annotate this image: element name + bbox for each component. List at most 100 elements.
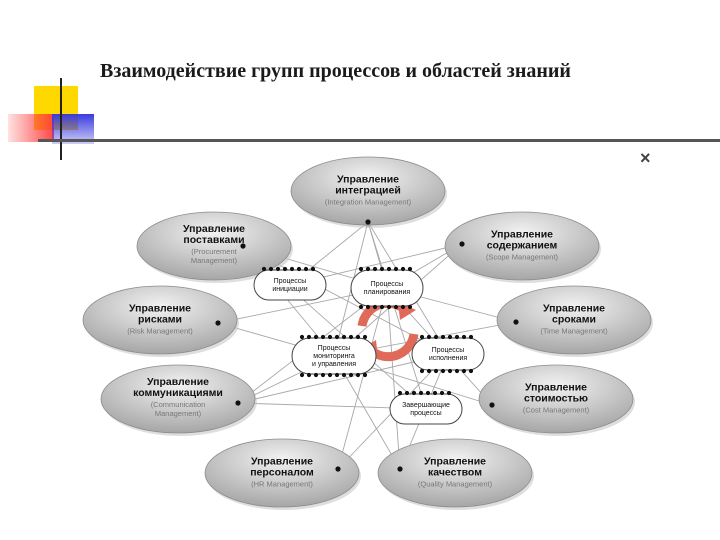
knowledge-area-title: Управление xyxy=(129,303,191,315)
knowledge-area-subtitle: (HR Management) xyxy=(251,480,313,489)
knowledge-area-subtitle: (Communication xyxy=(151,400,206,409)
knowledge-area-subtitle: (Quality Management) xyxy=(418,480,493,489)
port-dot xyxy=(358,266,364,272)
knowledge-area-subtitle: (Scope Management) xyxy=(486,253,559,262)
process-group-label: Процессы xyxy=(371,281,404,288)
port-dot xyxy=(299,372,305,378)
process-group-label: инициации xyxy=(272,286,307,293)
connector-dot xyxy=(335,466,341,472)
port-dot xyxy=(418,390,424,396)
port-dot xyxy=(426,334,432,340)
knowledge-area-ellipse xyxy=(204,438,360,508)
port-dot xyxy=(289,266,295,272)
knowledge-area-subtitle: Management) xyxy=(155,409,202,418)
port-dot xyxy=(439,390,445,396)
process-group-pill xyxy=(350,269,424,307)
port-dot xyxy=(447,368,453,374)
port-dot xyxy=(433,334,439,340)
knowledge-area-procurement: Управлениепоставками(ProcurementManageme… xyxy=(136,211,293,283)
port-dot xyxy=(310,266,316,272)
knowledge-area-title: персоналом xyxy=(250,467,314,479)
process-group-label: Процессы xyxy=(318,345,351,352)
port-dot xyxy=(327,334,333,340)
knowledge-area-title: Управление xyxy=(424,456,486,468)
close-icon[interactable]: × xyxy=(640,148,651,168)
port-dot xyxy=(440,334,446,340)
port-dot xyxy=(407,304,413,310)
port-dot xyxy=(379,304,385,310)
connector-dot xyxy=(397,466,403,472)
knowledge-area-title: Управление xyxy=(543,303,605,315)
process-group-label: планирования xyxy=(364,289,411,296)
process-group-label: Процессы xyxy=(432,347,465,354)
knowledge-area-title: Управление xyxy=(525,382,587,394)
port-dot xyxy=(400,266,406,272)
knowledge-area-subtitle: (Time Management) xyxy=(540,327,608,336)
port-dot xyxy=(341,334,347,340)
knowledge-area-title: поставками xyxy=(183,234,244,246)
knowledge-area-title: Управление xyxy=(147,376,209,388)
knowledge-area-title: рисками xyxy=(138,314,182,326)
port-dot xyxy=(362,372,368,378)
process-group-label: Завершающие xyxy=(402,402,450,409)
knowledge-area-ellipse xyxy=(290,156,446,226)
process-group-pill xyxy=(389,393,463,425)
connector-line xyxy=(366,221,427,410)
knowledge-area-title: интеграцией xyxy=(335,185,401,197)
port-dot xyxy=(432,390,438,396)
connector-dot xyxy=(215,320,221,326)
knowledge-area-title: Управление xyxy=(337,174,399,186)
knowledge-area-title: Управление xyxy=(251,456,313,468)
knowledge-area-title: Управление xyxy=(183,223,245,235)
port-dot xyxy=(461,334,467,340)
port-dot xyxy=(334,372,340,378)
port-dot xyxy=(320,372,326,378)
process-group-label: процессы xyxy=(410,410,441,417)
port-dot xyxy=(447,334,453,340)
knowledge-area-subtitle: (Cost Management) xyxy=(523,406,590,415)
port-dot xyxy=(400,304,406,310)
port-dot xyxy=(440,368,446,374)
port-dot xyxy=(397,390,403,396)
knowledge-area-title: коммуникациями xyxy=(133,387,223,399)
port-dot xyxy=(411,390,417,396)
port-dot xyxy=(341,372,347,378)
knowledge-area-communications: Управлениекоммуникациями(CommunicationMa… xyxy=(100,364,257,436)
connector-dot xyxy=(240,243,246,249)
connector-dot xyxy=(235,400,241,406)
port-dot xyxy=(306,372,312,378)
port-dot xyxy=(426,368,432,374)
deco-red-bar xyxy=(8,114,54,142)
port-dot xyxy=(404,390,410,396)
port-dot xyxy=(320,334,326,340)
port-dot xyxy=(419,368,425,374)
port-dot xyxy=(299,334,305,340)
port-dot xyxy=(296,266,302,272)
deco-vertical-rule xyxy=(60,78,62,160)
port-dot xyxy=(261,266,267,272)
knowledge-area-subtitle: (Procurement xyxy=(191,247,237,256)
port-dot xyxy=(306,334,312,340)
port-dot xyxy=(355,334,361,340)
port-dot xyxy=(275,266,281,272)
port-dot xyxy=(348,372,354,378)
port-dot xyxy=(386,266,392,272)
knowledge-area-ellipse xyxy=(82,285,238,355)
slide-title: Взаимодействие групп процессов и областе… xyxy=(100,60,571,82)
connector-line xyxy=(386,287,403,470)
connector-dot xyxy=(365,219,371,225)
connector-line xyxy=(336,287,388,470)
port-dot xyxy=(419,334,425,340)
knowledge-area-subtitle: (Integration Management) xyxy=(325,198,412,207)
port-dot xyxy=(393,266,399,272)
knowledge-area-subtitle: Management) xyxy=(191,256,238,265)
port-dot xyxy=(313,372,319,378)
